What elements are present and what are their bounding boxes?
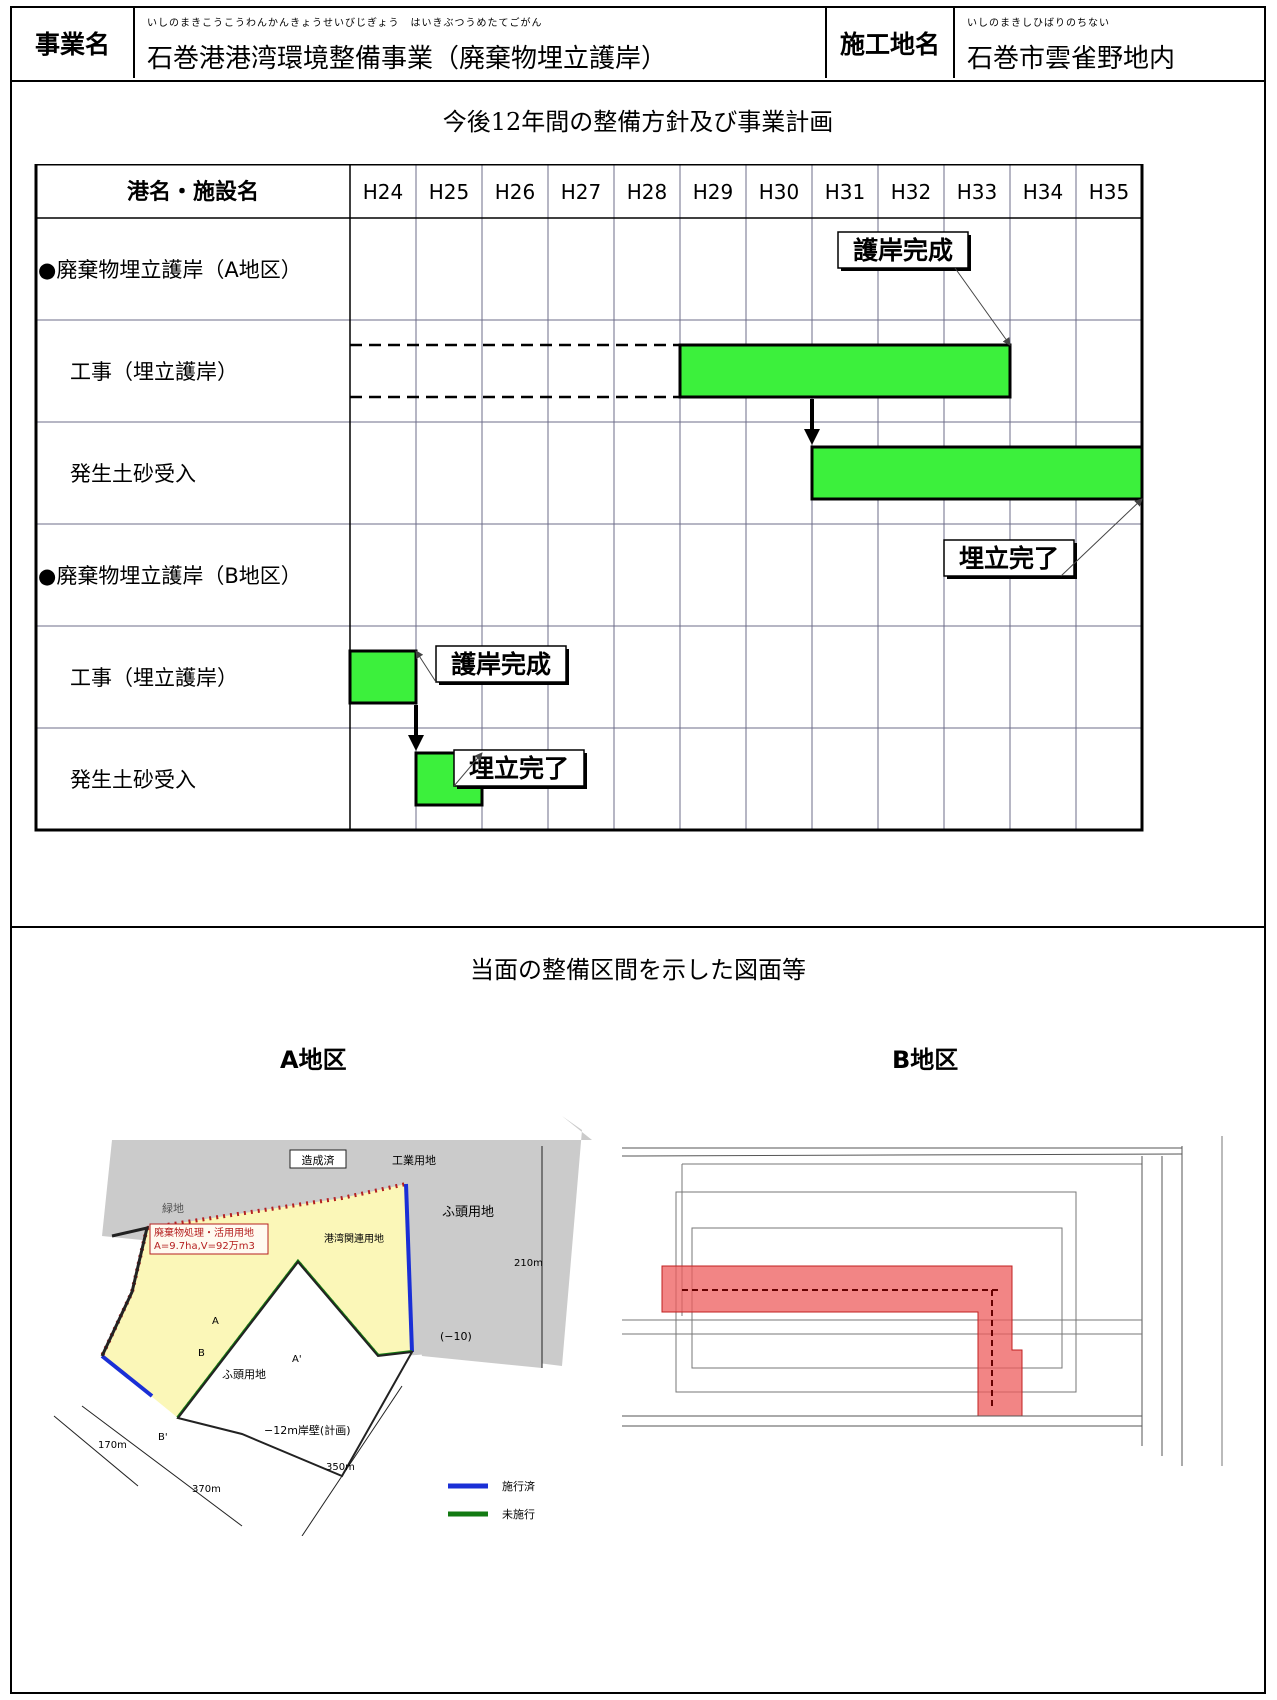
label-sec-a2: A' bbox=[292, 1354, 302, 1365]
year-header-H30: H30 bbox=[759, 180, 800, 204]
year-header-H35: H35 bbox=[1089, 180, 1130, 204]
label-sec-b: B bbox=[198, 1348, 205, 1359]
label-industrial: 工業用地 bbox=[392, 1154, 436, 1167]
label-waste-use: 廃棄物処理・活用用地 bbox=[154, 1226, 254, 1239]
maps-section: 当面の整備区間を示した図面等 A地区 B地区 造成済 工業用地 緑地 廃棄物処理… bbox=[12, 926, 1264, 1692]
dependency-arrow-a-head bbox=[804, 429, 820, 445]
row-label: 工事（埋立護岸） bbox=[70, 360, 238, 384]
row-label: 発生土砂受入 bbox=[70, 462, 196, 486]
callout-a-fill-box bbox=[943, 539, 1075, 577]
label-wharf-land-top: ふ頭用地 bbox=[442, 1205, 494, 1220]
document-frame: 事業名 いしのまきこうこうわんかんきょうせいびじぎょう はいきぶつうめたてごがん… bbox=[10, 6, 1266, 1694]
dependency-arrow-b-head bbox=[408, 735, 424, 751]
label-sec-b2: B' bbox=[158, 1432, 168, 1443]
site-name: 石巻市雲雀野地内 bbox=[967, 44, 1176, 74]
schedule-section: 今後12年間の整備方針及び事業計画 港名・施設名 H24 H25 H26 H27 H28 H… bbox=[12, 80, 1264, 928]
label-sec-a: A bbox=[212, 1316, 219, 1327]
row-label: 発生土砂受入 bbox=[70, 768, 196, 792]
column-header: 港名・施設名 bbox=[127, 179, 259, 205]
row-label: ●廃棄物埋立護岸（A地区） bbox=[38, 258, 302, 282]
label-d350: 350m bbox=[326, 1462, 355, 1473]
label-done-box bbox=[289, 1149, 347, 1169]
map-b-title: B地区 bbox=[892, 1046, 959, 1074]
year-header-H25: H25 bbox=[429, 180, 470, 204]
schedule-bar bbox=[348, 649, 418, 705]
coast-outline bbox=[100, 1226, 150, 1357]
label-port-related: 港湾関連用地 bbox=[324, 1232, 384, 1245]
callout-b-revetment-box bbox=[435, 645, 567, 683]
callout-b-fill-pointer bbox=[453, 752, 483, 787]
dim-350 bbox=[301, 1385, 403, 1536]
label-quay: −12m岸壁(計画) bbox=[264, 1423, 351, 1437]
label-d210: 210m bbox=[514, 1258, 543, 1269]
callout-a-fill-pointer bbox=[1060, 498, 1143, 577]
label-waste-spec: A=9.7ha,V=92万m3 bbox=[154, 1241, 255, 1252]
project-name-cell: いしのまきこうこうわんかんきょうせいびじぎょう はいきぶつうめたてごがん 石巻港… bbox=[135, 8, 827, 78]
callout-b-revetment-pointer bbox=[415, 650, 437, 683]
schedule-bar bbox=[810, 445, 1144, 501]
year-header-H27: H27 bbox=[561, 180, 602, 204]
dim-370 bbox=[81, 1405, 243, 1527]
project-name: 石巻港港湾環境整備事業（廃棄物埋立護岸） bbox=[147, 44, 668, 74]
label-wharf-land: ふ頭用地 bbox=[222, 1368, 266, 1381]
legend-todo: 未施行 bbox=[502, 1508, 535, 1521]
schedule-bar bbox=[678, 343, 1012, 399]
maps-title: 当面の整備区間を示した図面等 bbox=[470, 956, 806, 984]
row-label: 工事（埋立護岸） bbox=[70, 666, 238, 690]
label-depth: (−10) bbox=[440, 1330, 472, 1343]
year-header-H24: H24 bbox=[363, 180, 404, 204]
label-d370: 370m bbox=[192, 1484, 221, 1495]
year-header-H28: H28 bbox=[627, 180, 668, 204]
year-header-H29: H29 bbox=[693, 180, 734, 204]
label-done: 造成済 bbox=[302, 1153, 335, 1167]
dim-170 bbox=[53, 1415, 139, 1487]
project-label: 事業名 bbox=[12, 8, 135, 78]
callout-a-revetment-box bbox=[837, 231, 969, 269]
callout-b-revetment-label: 護岸完成 bbox=[451, 650, 551, 679]
map-b bbox=[622, 1116, 1242, 1476]
year-header-H31: H31 bbox=[825, 180, 866, 204]
label-green: 緑地 bbox=[162, 1201, 184, 1215]
year-header-H34: H34 bbox=[1023, 180, 1064, 204]
blue-done-line-2 bbox=[100, 1354, 154, 1398]
schedule-title: 今後12年間の整備方針及び事業計画 bbox=[442, 108, 834, 136]
project-ruby: いしのまきこうこうわんかんきょうせいびじぎょう はいきぶつうめたてごがん bbox=[147, 18, 543, 29]
blue-done-line bbox=[404, 1183, 414, 1353]
waste-use-box bbox=[149, 1223, 269, 1255]
callout-a-revetment-label: 護岸完成 bbox=[853, 236, 953, 265]
legend-done: 施行済 bbox=[502, 1479, 535, 1493]
map-a: 造成済 工業用地 緑地 廃棄物処理・活用用地 A=9.7ha,V=92万m3 港… bbox=[53, 1116, 592, 1536]
gantt-chart: 港名・施設名 H24 H25 H26 H27 H28 H29 H30 H31 H32 H33 H34 H… bbox=[34, 164, 1144, 832]
site-name-cell: いしのまきしひばりのちない 石巻市雲雀野地内 bbox=[955, 8, 1266, 78]
site-label: 施工地名 bbox=[827, 8, 955, 78]
year-header-H26: H26 bbox=[495, 180, 536, 204]
callout-a-revetment-pointer bbox=[954, 267, 1011, 346]
wharf-outline bbox=[176, 1260, 414, 1478]
header-row: 事業名 いしのまきこうこうわんかんきょうせいびじぎょう はいきぶつうめたてごがん… bbox=[12, 8, 1264, 82]
callout-a-fill-label: 埋立完了 bbox=[959, 544, 1059, 573]
year-header-H32: H32 bbox=[891, 180, 932, 204]
red-dotted-boundary bbox=[146, 1182, 407, 1230]
label-d170: 170m bbox=[98, 1440, 127, 1451]
row-label: ●廃棄物埋立護岸（B地区） bbox=[38, 564, 302, 588]
map-a-title: A地区 bbox=[280, 1046, 347, 1074]
year-header-H33: H33 bbox=[957, 180, 998, 204]
callout-b-fill-label: 埋立完了 bbox=[469, 754, 569, 783]
site-ruby: いしのまきしひばりのちない bbox=[967, 18, 1110, 29]
